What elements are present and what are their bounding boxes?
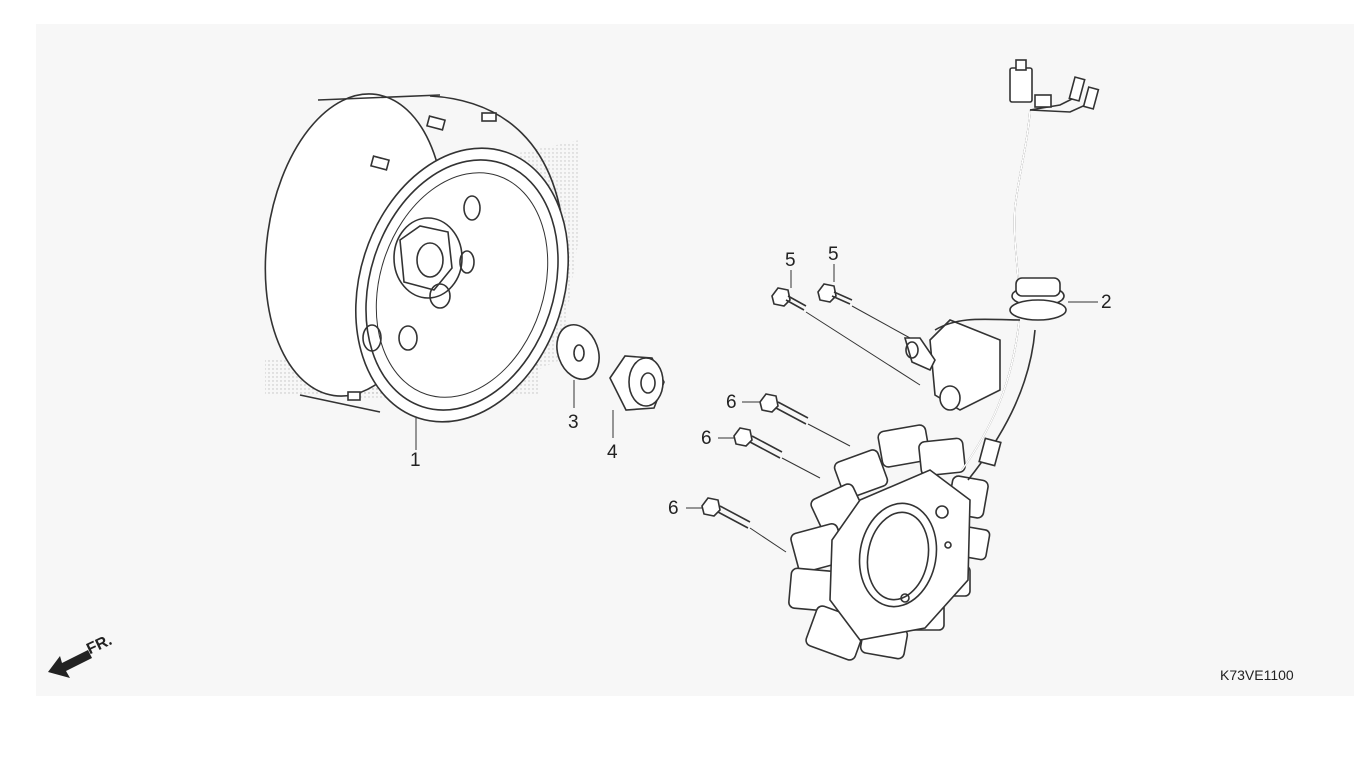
callout-1: 1 [410,450,421,471]
leader-lines [415,264,1098,553]
arrow-left-icon [48,650,92,678]
callout-6-middle: 6 [701,428,712,449]
nut-drawing [609,355,665,411]
bolt-6-middle [733,427,783,459]
callout-6-top: 6 [726,392,737,413]
washer-drawing [556,324,600,380]
bolt-5-right [817,283,853,305]
bolt-5-left [771,287,807,311]
stator-drawing [788,59,1100,661]
callout-3: 3 [568,412,579,433]
bolt-6-top [759,393,809,425]
callout-6-bottom: 6 [668,498,679,519]
figure-code: K73VE1100 [1220,667,1294,683]
callout-5-left: 5 [785,250,796,271]
front-direction-indicator: FR. [48,632,115,678]
callout-5-right: 5 [828,244,839,265]
callout-4: 4 [607,442,618,463]
bolts-drawing [701,283,853,529]
front-label: FR. [84,632,115,658]
diagram-panel [36,24,1354,696]
callout-2: 2 [1101,292,1112,313]
bolt-6-bottom [701,497,751,529]
flywheel-drawing [264,93,580,423]
